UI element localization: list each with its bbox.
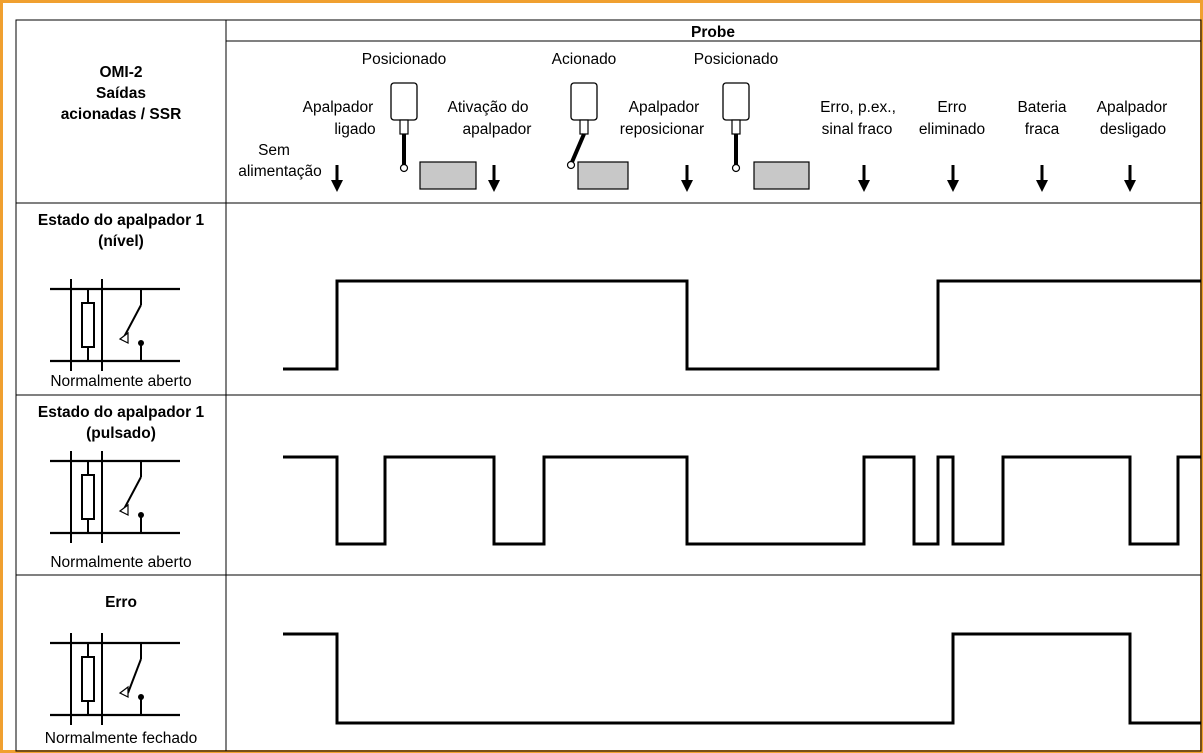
event-4-line-1: Apalpador: [629, 99, 700, 116]
state-triggered: Acionado: [552, 51, 617, 68]
waveform-row-3: [283, 632, 1201, 725]
event-6-line-1: Erro: [937, 99, 966, 116]
event-arrow-6-head: [1036, 180, 1048, 192]
row-3-title: Erro: [105, 594, 137, 611]
row-2-title-line-2: (pulsado): [86, 425, 156, 442]
probe-icon-triggered-holder: [579, 119, 589, 135]
event-arrow-5-head: [947, 180, 959, 192]
event-1-line-2: alimentação: [238, 163, 322, 180]
event-8-line-2: desligado: [1100, 121, 1166, 138]
waveform-row-2: [283, 455, 1201, 546]
event-6-line-2: eliminado: [919, 121, 985, 138]
workpiece-block-3: [753, 161, 810, 190]
contact-symbol-row-1-resistor: [81, 302, 95, 348]
probe-icon-positioned-2-holder: [731, 119, 741, 135]
contact-symbol-row-2-switch-arrow: [118, 503, 129, 516]
waveform-row-1: [283, 279, 1201, 371]
corner-line-3: acionadas / SSR: [61, 106, 182, 123]
probe-icon-triggered-body: [570, 82, 598, 121]
probe-title: Probe: [691, 24, 735, 41]
contact-symbol-row-2-switch-pivot: [138, 512, 144, 518]
state-positioned-1: Posicionado: [362, 51, 446, 68]
event-5-line-1: Erro, p.ex.,: [820, 99, 896, 116]
row-1-title-line-2: (nível): [98, 233, 144, 250]
event-5-line-2: sinal fraco: [822, 121, 893, 138]
event-3-line-2: apalpador: [463, 121, 532, 138]
event-1-line-1: Sem: [258, 142, 290, 159]
row-2-contact-label: Normalmente aberto: [50, 554, 191, 571]
contact-symbol-row-3-switch-pivot: [138, 694, 144, 700]
row-1-contact-label: Normalmente aberto: [50, 373, 191, 390]
event-arrow-4-head: [858, 180, 870, 192]
probe-icon-positioned-1-holder: [399, 119, 409, 135]
contact-symbol-row-3-switch-blade: [127, 658, 142, 694]
contact-symbol-row-2-resistor: [81, 474, 95, 520]
probe-icon-triggered-stylus: [570, 133, 586, 163]
probe-icon-positioned-2-body: [722, 82, 750, 121]
event-3-line-1: Ativação do: [448, 99, 529, 116]
corner-line-2: Saídas: [96, 85, 146, 102]
event-arrow-3-head: [681, 180, 693, 192]
contact-symbol-row-1-switch-blade: [123, 304, 142, 338]
event-2-line-2: ligado: [334, 121, 375, 138]
corner-line-1: OMI-2: [99, 64, 142, 81]
event-8-line-1: Apalpador: [1097, 99, 1168, 116]
probe-icon-positioned-1-tip: [399, 163, 409, 173]
row-3-contact-label: Normalmente fechado: [45, 730, 198, 747]
event-arrow-2-head: [488, 180, 500, 192]
probe-icon-triggered-tip: [566, 160, 576, 170]
event-7-line-1: Bateria: [1017, 99, 1066, 116]
event-arrow-1-head: [331, 180, 343, 192]
workpiece-block-1: [419, 161, 477, 190]
contact-symbol-row-1-switch-pivot: [138, 340, 144, 346]
row-2-title-line-1: Estado do apalpador 1: [38, 404, 205, 421]
probe-icon-positioned-1-body: [390, 82, 418, 121]
workpiece-block-2: [577, 161, 629, 190]
contact-symbol-row-1-switch-arrow: [118, 331, 129, 344]
event-4-line-2: reposicionar: [620, 121, 704, 138]
contact-symbol-row-3-resistor: [81, 656, 95, 702]
row-1-title-line-1: Estado do apalpador 1: [38, 212, 205, 229]
event-arrow-7-head: [1124, 180, 1136, 192]
contact-symbol-row-2-switch-blade: [123, 476, 142, 510]
table-frame: [15, 19, 1202, 752]
state-positioned-2: Posicionado: [694, 51, 778, 68]
event-7-line-2: fraca: [1025, 121, 1060, 138]
probe-icon-positioned-2-tip: [731, 163, 741, 173]
contact-symbol-row-3-switch-arrow: [118, 685, 129, 698]
event-2-line-1: Apalpador: [303, 99, 374, 116]
